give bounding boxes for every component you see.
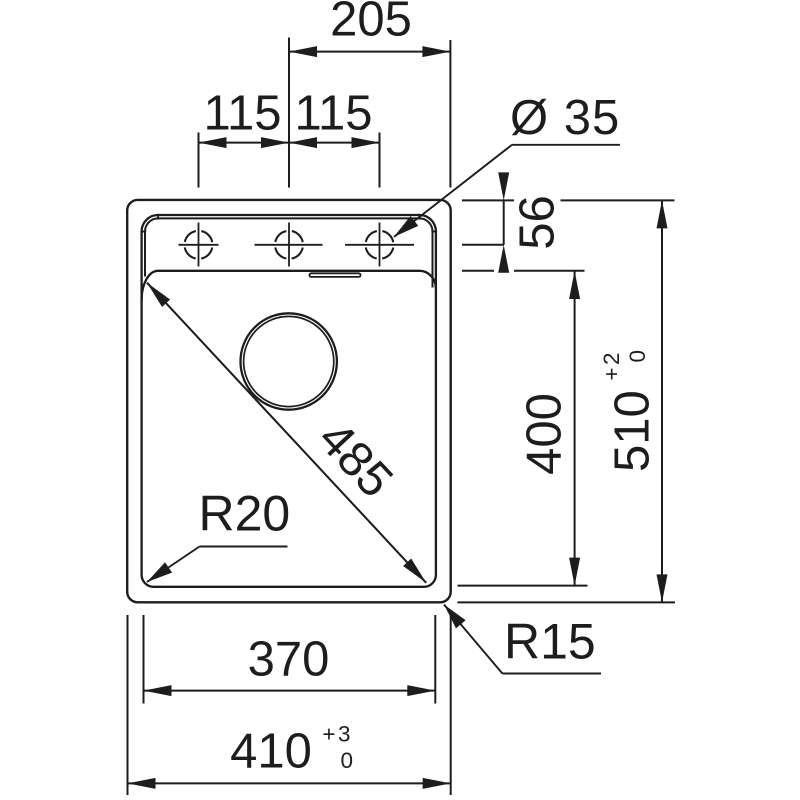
svg-text:0: 0 [625,350,650,363]
svg-text:400: 400 [518,393,572,475]
svg-text:R20: R20 [199,486,291,542]
svg-text:+2: +2 [599,350,624,381]
svg-text:510: 510 [606,390,660,472]
svg-text:56: 56 [511,195,565,250]
svg-text:0: 0 [340,748,353,773]
svg-text:115: 115 [294,87,372,141]
svg-text:115: 115 [203,87,281,141]
svg-text:410: 410 [230,725,312,779]
svg-text:Ø 35: Ø 35 [510,91,620,145]
svg-text:370: 370 [248,633,330,687]
svg-text:205: 205 [330,0,412,47]
svg-text:R15: R15 [504,614,596,670]
svg-text:+3: +3 [322,722,353,747]
